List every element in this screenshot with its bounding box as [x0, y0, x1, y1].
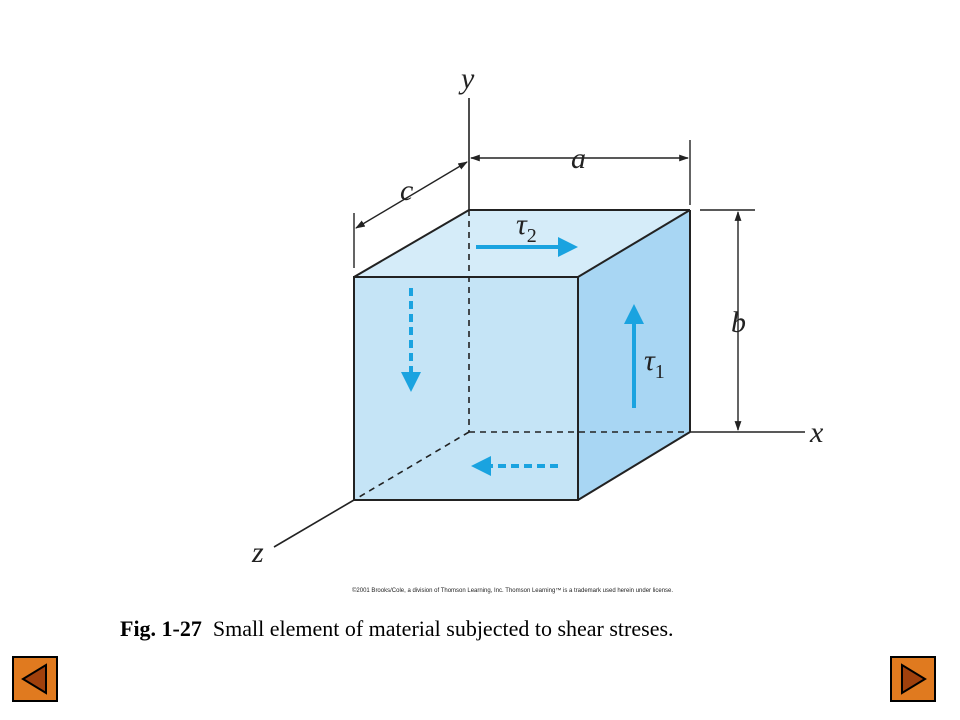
hidden-edges — [353, 210, 690, 501]
tau1-label: τ1 — [644, 344, 665, 383]
dimension-c-label: c — [400, 174, 413, 207]
triangle-left-icon — [21, 663, 47, 695]
shear-element-diagram: y x z a b c τ2 τ1 — [251, 62, 824, 569]
triangle-right-icon — [901, 663, 927, 695]
dimension-a-label: a — [571, 142, 586, 175]
axes — [273, 98, 805, 548]
z-axis-label: z — [251, 536, 264, 569]
previous-slide-button[interactable] — [12, 656, 58, 702]
z-axis-line — [273, 499, 355, 548]
figure-number: Fig. 1-27 — [120, 616, 202, 641]
copyright-notice: ©2001 Brooks/Cole, a division of Thomson… — [352, 588, 674, 594]
tau2-label: τ2 — [516, 208, 537, 247]
x-axis-label: x — [809, 416, 824, 449]
next-slide-button[interactable] — [890, 656, 936, 702]
dimension-b-label: b — [731, 306, 746, 339]
stress-arrows — [401, 237, 644, 476]
dimension-lines — [353, 140, 755, 431]
caption-text: Small element of material subjected to s… — [201, 616, 674, 641]
figure-caption: Fig. 1-27 Small element of material subj… — [120, 616, 840, 642]
y-axis-label: y — [458, 62, 475, 95]
